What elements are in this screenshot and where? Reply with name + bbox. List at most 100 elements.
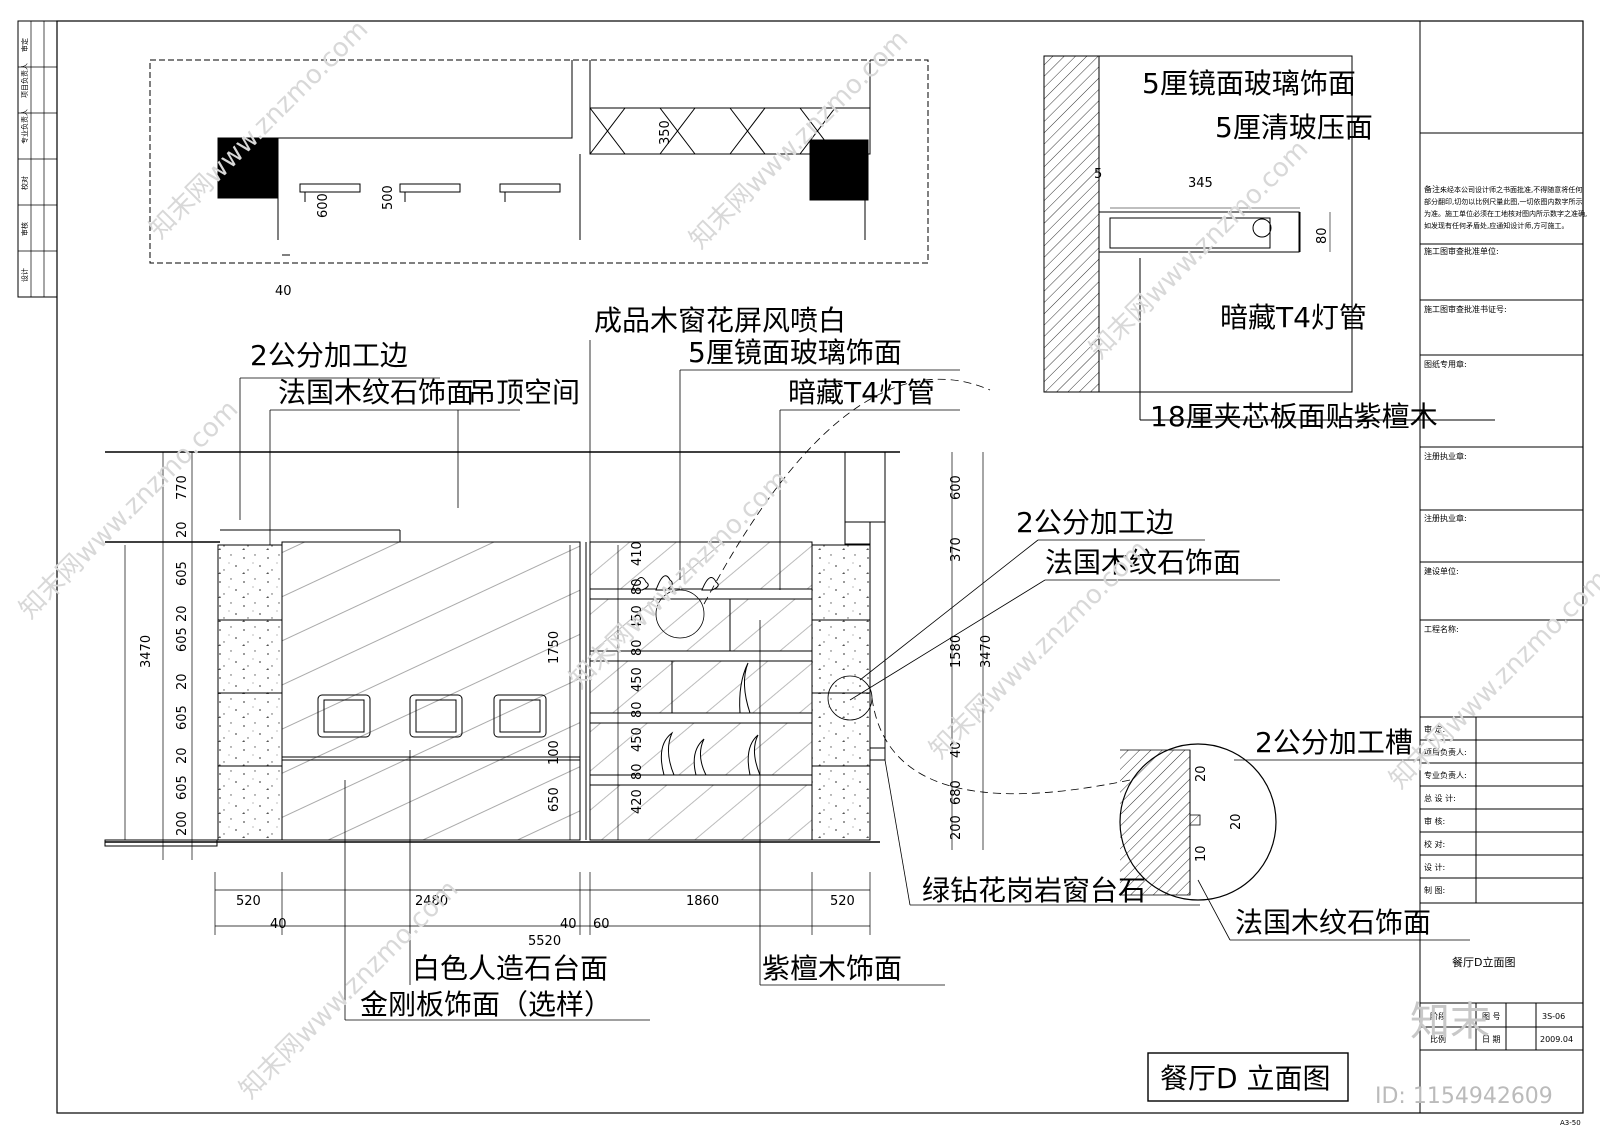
stage-label: 阶段 — [1430, 1011, 1446, 1021]
date: 2009.04 — [1540, 1035, 1573, 1044]
label-steel-plate: 金刚板饰面（选样） — [360, 988, 612, 1021]
label-groove: 2公分加工槽 — [1255, 726, 1413, 759]
left-dim: 20 — [175, 605, 190, 622]
role: 审 核: — [1424, 816, 1445, 826]
title-block — [1419, 21, 1583, 1113]
approval-unit: 施工图审查批准单位: — [1424, 246, 1499, 256]
mid-dim: 80 — [630, 578, 645, 595]
mid-dim: 80 — [630, 763, 645, 780]
strip-label: 项目负责人 — [20, 63, 29, 98]
note-head: 备注: — [1424, 184, 1443, 194]
strip-label: 审定 — [20, 38, 29, 52]
left-dim: 605 — [175, 775, 190, 800]
detail-dim-345: 345 — [1188, 176, 1213, 191]
drawing-name: 餐厅D立面图 — [1452, 955, 1515, 969]
detail-clear-glass: 5厘清玻压面 — [1215, 111, 1373, 144]
right-dim: 40 — [949, 741, 964, 758]
leaders — [239, 340, 1470, 1021]
strip-label: 审核 — [20, 222, 29, 236]
role: 项目负责人: — [1424, 747, 1467, 757]
dim-text: 1860 — [686, 894, 719, 909]
label-stone-bottom: 法国木纹石饰面 — [1235, 906, 1431, 939]
mid-dim: 80 — [630, 639, 645, 656]
label-t4-lamp: 暗藏T4灯管 — [788, 376, 935, 409]
groove-detail — [1120, 749, 1201, 896]
strip-label: 校对 — [20, 176, 29, 190]
labels: 2公分加工边 法国木纹石饰面 吊顶空间 成品木窗花屏风喷白 5厘镜面玻璃饰面 暗… — [250, 304, 1431, 1021]
role: 制 图: — [1424, 885, 1445, 895]
role: 总 设 计: — [1424, 793, 1456, 803]
strip-label: 设计 — [20, 268, 29, 282]
label-ceiling-space: 吊顶空间 — [468, 376, 580, 409]
sheet-border — [56, 20, 1584, 1114]
label-white-counter: 白色人造石台面 — [412, 952, 608, 985]
mid-650: 650 — [547, 787, 562, 812]
dim-text: 520 — [830, 894, 855, 909]
label-granite-sill: 绿钻花岗岩窗台石 — [922, 874, 1146, 907]
client: 建设单位: — [1424, 566, 1459, 576]
mid-100: 100 — [547, 740, 562, 765]
note-line: 为准。施工单位必须在工地核对图内所示数字之准确, — [1424, 209, 1587, 218]
groove-dim: 20 — [1194, 765, 1209, 782]
right-total: 3470 — [979, 635, 994, 668]
mid-dim: 80 — [630, 701, 645, 718]
dim-text: 2480 — [415, 894, 448, 909]
label-stone-right: 法国木纹石饰面 — [1045, 546, 1241, 579]
detail-section — [1043, 55, 1495, 421]
right-dim: 200 — [949, 815, 964, 840]
groove-dim: 10 — [1194, 845, 1209, 862]
title-block-text: 备注: 未经本公司设计师之书面批准,不得随意将任何 部分翻印,切勿以比例尺量此图… — [1424, 184, 1587, 1127]
mid-dim: 450 — [630, 667, 645, 692]
left-dim: 20 — [175, 747, 190, 764]
elevation — [104, 451, 900, 847]
project: 工程名称: — [1424, 624, 1459, 634]
watermark: 知末网www.znzmo.com — [14, 394, 245, 625]
dim-texts: 7702060520605206052060520034704108045080… — [139, 475, 1244, 949]
detail-dim-5: 5 — [1094, 167, 1102, 182]
right-dim: 600 — [949, 475, 964, 500]
brand-watermark: 知末 — [1410, 999, 1490, 1045]
label-stone-top: 法国木纹石饰面 — [278, 376, 474, 409]
seal: 图纸专用章: — [1424, 359, 1467, 369]
mid-1750: 1750 — [547, 631, 562, 664]
title-box — [1147, 1052, 1349, 1102]
left-strip-labels: 设计 审核 校对 专业负责人 项目负责人 审定 — [20, 38, 29, 282]
left-dim: 20 — [175, 673, 190, 690]
watermark: 知末网www.znzmo.com — [684, 24, 915, 255]
sheet-size: A3-50 — [1560, 1119, 1581, 1127]
groove-dim: 20 — [1229, 813, 1244, 830]
mid-dim: 450 — [630, 727, 645, 752]
left-dim: 770 — [175, 475, 190, 500]
label-ceiling-edge: 2公分加工边 — [250, 339, 408, 372]
dim-350: 350 — [658, 120, 673, 145]
detail-labels: 5厘镜面玻璃饰面 5厘清玻压面 暗藏T4灯管 18厘夹芯板面贴紫檀木 345 8… — [1094, 67, 1438, 433]
strip-label: 专业负责人 — [20, 109, 29, 144]
detail-lamp: 暗藏T4灯管 — [1220, 301, 1367, 334]
dim-text: 520 — [236, 894, 261, 909]
watermark: 知末网www.znzmo.com — [144, 14, 375, 245]
detail-mirror: 5厘镜面玻璃饰面 — [1142, 67, 1356, 100]
dim-500: 500 — [381, 185, 396, 210]
left-strip-grid — [18, 21, 57, 297]
dim-text: 60 — [593, 917, 610, 932]
scale-label: 比例 — [1430, 1034, 1446, 1044]
right-dim: 1580 — [949, 635, 964, 668]
drawing-no-label: 图 号 — [1482, 1012, 1501, 1021]
reg-seal: 注册执业章: — [1424, 451, 1467, 461]
label-edge-right: 2公分加工边 — [1016, 506, 1174, 539]
note-line: 如发现有任何矛盾处,应通知设计师,方可施工。 — [1424, 221, 1568, 230]
dim-600: 600 — [316, 193, 331, 218]
plan-view — [149, 59, 929, 264]
role: 设 计: — [1424, 862, 1445, 872]
role: 专业负责人: — [1424, 770, 1467, 780]
left-dim: 605 — [175, 627, 190, 652]
dim-40: 40 — [275, 284, 292, 299]
left-dim: 200 — [175, 811, 190, 836]
id-watermark: ID: 1154942609 — [1375, 1084, 1553, 1109]
reg-seal: 注册执业章: — [1424, 513, 1467, 523]
drawing-no: 3S-06 — [1542, 1012, 1565, 1021]
detail-dim-80: 80 — [1315, 227, 1330, 244]
dim-text: 5520 — [528, 934, 561, 949]
watermark: 知末网www.znzmo.com — [1384, 564, 1600, 795]
